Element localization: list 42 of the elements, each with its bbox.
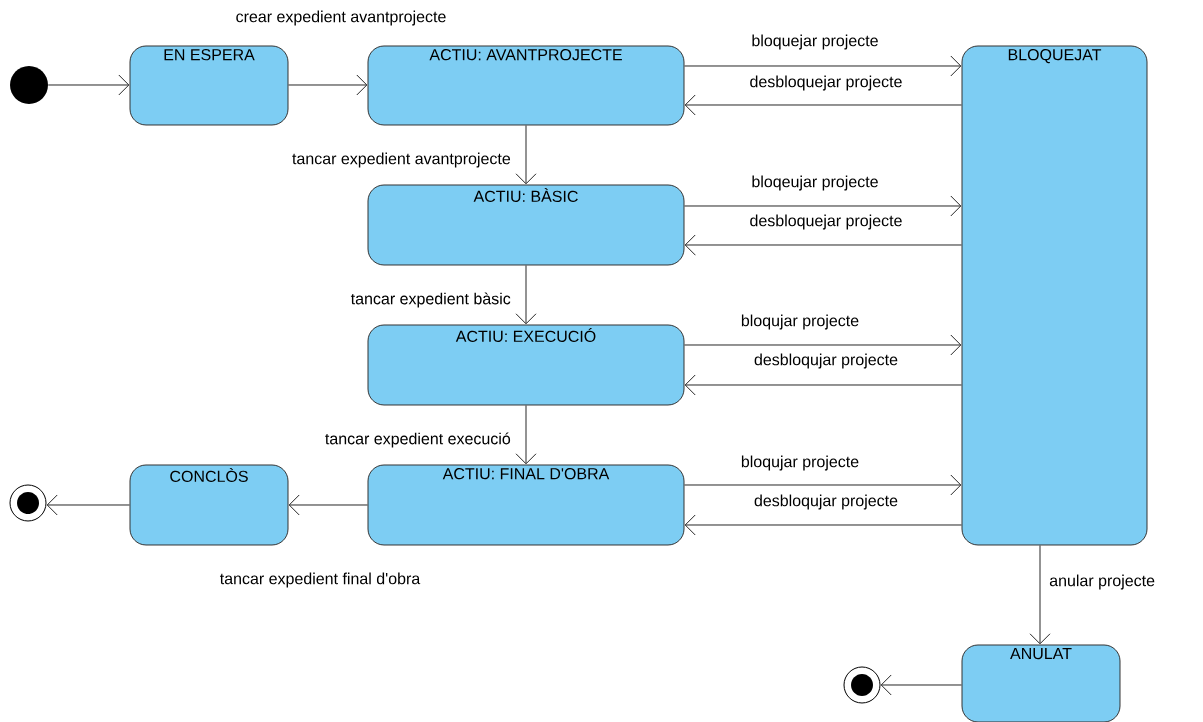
arrow xyxy=(288,74,368,96)
edge-label: anular projecte xyxy=(1048,573,1157,591)
arrow xyxy=(47,74,130,96)
edge-label: desbloquejar projecte xyxy=(748,74,904,92)
arrow xyxy=(288,494,368,516)
state-box: ACTIU: AVANTPROJECTE xyxy=(367,45,685,126)
edge-label: tancar expedient execució xyxy=(323,431,512,449)
edge-label: desbloquejar projecte xyxy=(748,213,904,231)
state-box: ANULAT xyxy=(961,644,1121,722)
edge-label: bloqujar projecte xyxy=(739,313,861,331)
end-bullseye xyxy=(843,666,881,704)
end-bullseye xyxy=(9,484,47,522)
arrow xyxy=(684,195,962,217)
arrow xyxy=(880,674,962,696)
arrow xyxy=(515,125,537,185)
arrow xyxy=(684,94,962,116)
edge-label: desbloqujar projecte xyxy=(752,493,900,511)
edge-label: bloqujar projecte xyxy=(739,454,861,472)
state-box: ACTIU: FINAL D'OBRA xyxy=(367,464,685,546)
arrow xyxy=(684,474,962,496)
arrow xyxy=(684,374,962,396)
arrow xyxy=(515,265,537,325)
arrow xyxy=(46,494,130,516)
arrow xyxy=(684,514,962,536)
edge-label: tancar expedient bàsic xyxy=(349,291,512,309)
state-box: ACTIU: BÀSIC xyxy=(367,184,685,266)
arrow xyxy=(684,55,962,77)
edge-label: bloqeujar projecte xyxy=(750,174,880,192)
arrow xyxy=(515,405,537,465)
start-dot xyxy=(10,66,48,104)
state-box: CONCLÒS xyxy=(129,464,289,546)
state-box: ACTIU: EXECUCIÓ xyxy=(367,324,685,406)
arrow xyxy=(684,334,962,356)
edge-label: tancar expedient final d'obra xyxy=(218,571,422,589)
state-box: EN ESPERA xyxy=(129,45,289,126)
arrow xyxy=(1029,545,1051,645)
state-box: BLOQUEJAT xyxy=(961,45,1148,546)
arrow xyxy=(684,234,962,256)
edge-label: desbloqujar projecte xyxy=(752,352,900,370)
edge-label: tancar expedient avantprojecte xyxy=(291,151,512,169)
edge-label: crear expedient avantprojecte xyxy=(234,9,448,27)
edge-label: bloquejar projecte xyxy=(750,33,880,51)
